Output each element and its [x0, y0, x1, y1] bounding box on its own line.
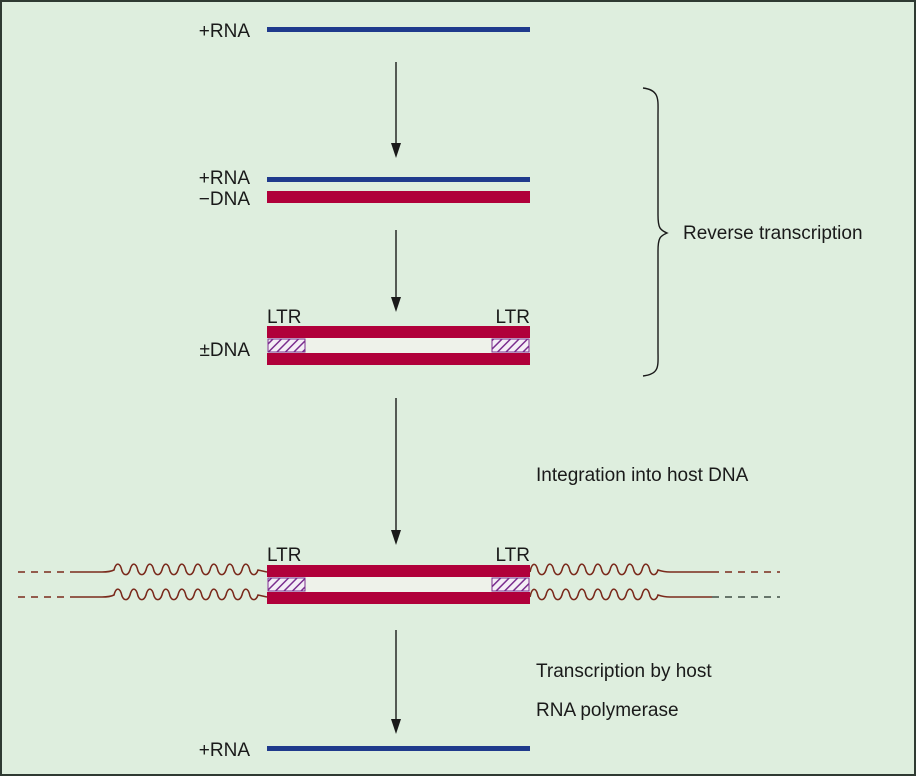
label-integration: Integration into host DNA — [536, 465, 749, 486]
ltr-label-right-1: LTR — [496, 307, 530, 328]
rna-strand-3 — [267, 746, 530, 751]
arrow-down-3 — [391, 398, 401, 545]
ltr-label-left-2: LTR — [267, 545, 301, 566]
dna-bottom-strand — [267, 353, 530, 365]
label-reverse-transcription: Reverse transcription — [683, 223, 863, 244]
dna-minus-strand — [267, 191, 530, 203]
arrowhead-icon — [391, 719, 401, 734]
strand-label-dna-pm: ±DNA — [199, 340, 250, 361]
brace-icon — [642, 87, 669, 377]
integrated-provirus — [267, 565, 530, 604]
host-dna-left — [18, 563, 268, 601]
arrowhead-icon — [391, 530, 401, 545]
arrowhead-icon — [391, 297, 401, 312]
ltr-right-1 — [491, 338, 530, 353]
dna-top-strand — [267, 326, 530, 338]
ltr-left-2 — [267, 577, 306, 592]
arrowhead-icon — [391, 143, 401, 158]
rna-strand-1 — [267, 27, 530, 32]
strand-label-rna-1: +RNA — [199, 21, 251, 42]
strand-label-dna-minus: −DNA — [199, 189, 251, 210]
ltr-label-left-1: LTR — [267, 307, 301, 328]
ltr-label-right-2: LTR — [496, 545, 530, 566]
label-transcription-line2: RNA polymerase — [536, 700, 679, 721]
arrow-down-1 — [391, 62, 401, 158]
strand-label-rna-2: +RNA — [199, 168, 251, 189]
rna-strand-2 — [267, 177, 530, 182]
dna-top-strand — [267, 565, 530, 577]
arrow-down-2 — [391, 230, 401, 312]
host-dna-right — [529, 563, 780, 601]
ltr-left-1 — [267, 338, 306, 353]
arrow-down-4 — [391, 630, 401, 734]
dna-bottom-strand — [267, 592, 530, 604]
ltr-right-2 — [491, 577, 530, 592]
label-transcription-line1: Transcription by host — [536, 661, 712, 682]
strand-label-rna-3: +RNA — [199, 740, 251, 761]
ds-dna-provirus — [267, 326, 530, 365]
